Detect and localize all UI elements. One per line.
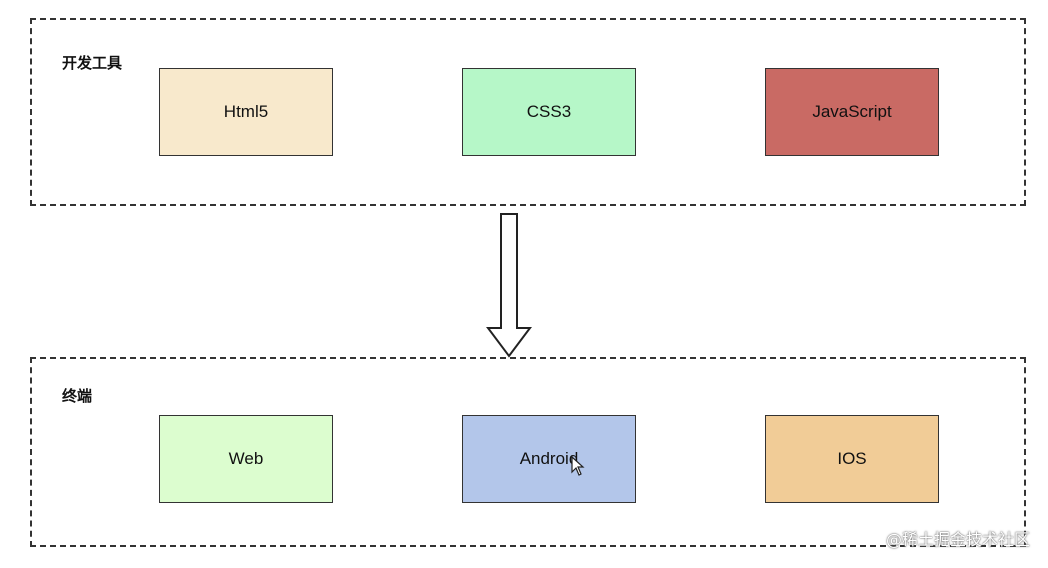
mouse-cursor-icon <box>571 456 585 476</box>
node-javascript: JavaScript <box>765 68 939 156</box>
node-html5: Html5 <box>159 68 333 156</box>
terminals-group: 终端 <box>30 357 1026 547</box>
node-ios: IOS <box>765 415 939 503</box>
node-android: Android <box>462 415 636 503</box>
node-css3: CSS3 <box>462 68 636 156</box>
dev-tools-group-label: 开发工具 <box>62 54 123 72</box>
watermark: @稀土掘金技术社区 <box>885 530 1030 549</box>
dev-tools-group: 开发工具 <box>30 18 1026 206</box>
down-arrow-icon <box>486 213 532 358</box>
terminals-group-label: 终端 <box>62 387 93 405</box>
node-web: Web <box>159 415 333 503</box>
